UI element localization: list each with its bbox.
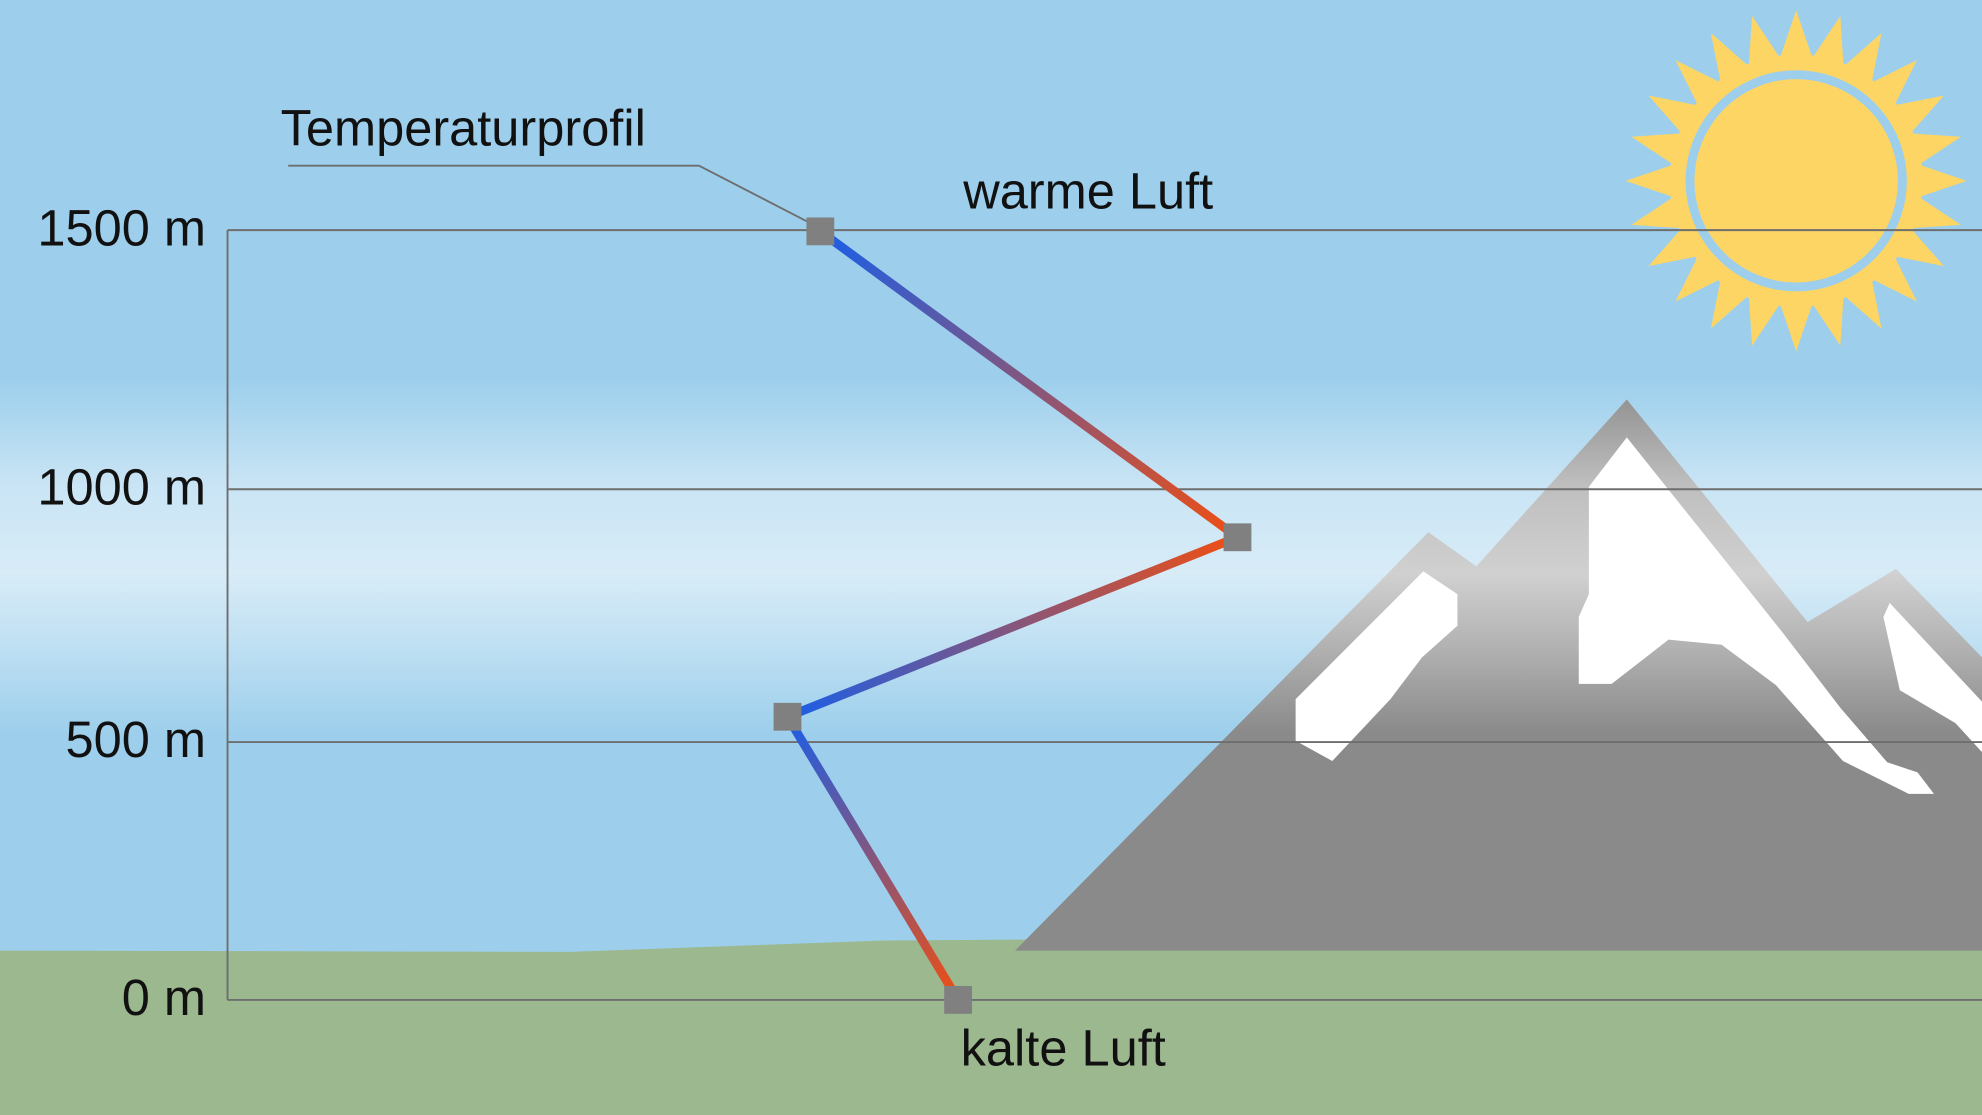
temperature-profile: [783, 227, 1241, 1003]
tick-label-1500: 1500 m: [37, 199, 206, 256]
warm-air-label: warme Luft: [962, 163, 1213, 220]
profile-point-0m: [944, 986, 973, 1014]
profile-point-1500m: [806, 217, 835, 246]
title-leader-line: [288, 164, 815, 226]
cold-air-label: kalte Luft: [961, 1020, 1166, 1077]
profile-segment: [785, 533, 1240, 721]
altitude-axis: [226, 229, 1982, 1001]
profile-segment: [783, 714, 962, 1003]
sun-icon: [1625, 10, 1967, 352]
profile-point-900m: [1223, 523, 1252, 552]
fog-band: [0, 379, 1982, 734]
profile-point-550m: [773, 702, 802, 731]
ground: [0, 932, 1982, 1115]
profile-segment: [817, 227, 1241, 541]
tick-label-500: 500 m: [66, 711, 207, 768]
tick-label-0: 0 m: [122, 969, 206, 1026]
tick-label-1000: 1000 m: [37, 458, 206, 515]
diagram-title: Temperaturprofil: [281, 99, 646, 156]
